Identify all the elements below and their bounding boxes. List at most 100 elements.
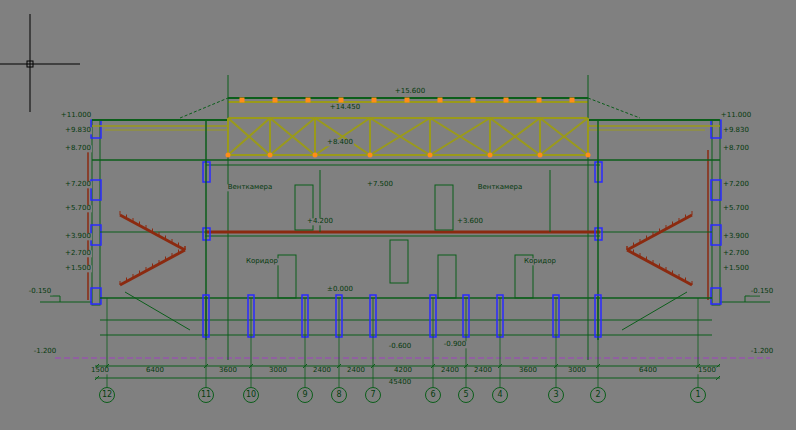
drawing-line <box>178 250 179 254</box>
node-dot <box>586 153 591 158</box>
elevation-mark: +7.500 <box>366 181 394 188</box>
drawing-line <box>588 130 705 131</box>
axis-number: 12 <box>102 391 112 399</box>
drawing-line <box>303 364 307 368</box>
drawing-line <box>185 246 186 250</box>
drawing-line <box>433 298 434 387</box>
drawing-line <box>369 118 371 155</box>
drawing-line <box>55 358 770 359</box>
drawing-line <box>0 64 80 65</box>
drawing-rect <box>504 98 508 102</box>
node-dot <box>268 153 273 158</box>
drawing-line <box>100 297 712 299</box>
elevation-mark: +2.700 <box>722 250 750 257</box>
drawing-line <box>185 246 186 250</box>
drawing-line <box>646 257 647 261</box>
elevation-mark: -0.900 <box>443 341 468 348</box>
drawing-line <box>146 225 147 229</box>
drawing-rect <box>405 98 409 102</box>
drawing-line <box>666 267 667 271</box>
drawing-line <box>139 271 140 275</box>
drawing-rect <box>27 61 33 67</box>
drawing-rect <box>92 120 100 305</box>
drawing-line <box>92 159 720 161</box>
elevation-mark: -0.150 <box>750 288 775 295</box>
drawing-line <box>627 246 628 250</box>
elevation-mark: -1.200 <box>750 348 775 355</box>
node-dot <box>428 153 433 158</box>
drawing-line <box>588 98 640 118</box>
drawing-rect <box>570 98 574 102</box>
drawing-rect <box>339 98 343 102</box>
drawing-line <box>178 243 179 247</box>
dimension: 2400 <box>312 367 332 374</box>
drawing-line <box>120 211 121 215</box>
dimension: 2400 <box>440 367 460 374</box>
drawing-line <box>249 364 253 368</box>
drawing-line <box>588 125 720 127</box>
drawing-line <box>633 243 634 247</box>
drawing-line <box>685 215 686 219</box>
drawing-line <box>100 320 712 321</box>
drawing-line <box>659 264 660 268</box>
drawing-rect <box>711 225 721 245</box>
drawing-line <box>556 298 557 387</box>
drawing-line <box>640 239 641 243</box>
drawing-line <box>429 118 431 155</box>
drawing-line <box>206 165 600 166</box>
axis-bubble: 9 <box>297 387 313 403</box>
drawing-line <box>228 118 270 155</box>
drawing-line <box>464 364 468 368</box>
drawing-line <box>100 232 712 233</box>
elevation-mark: +8.700 <box>64 145 92 152</box>
elevation-mark: +15.600 <box>394 88 426 95</box>
drawing-line <box>87 150 89 300</box>
elevation-mark: +4.200 <box>306 218 334 225</box>
drawing-line <box>554 364 558 368</box>
drawing-line <box>550 170 551 232</box>
drawing-line <box>672 222 673 226</box>
drawing-line <box>431 364 435 368</box>
dimension: 1500 <box>90 367 110 374</box>
elevation-mark: +7.200 <box>722 181 750 188</box>
dimension: 3600 <box>218 367 238 374</box>
axis-bubble: 10 <box>243 387 259 403</box>
drawing-rect <box>712 120 720 305</box>
elevation-mark: +1.500 <box>64 265 92 272</box>
drawing-line <box>371 364 375 368</box>
drawing-line <box>685 278 686 282</box>
drawing-line <box>315 118 370 155</box>
drawing-line <box>314 118 316 155</box>
drawing-line <box>633 250 634 254</box>
drawing-line <box>666 225 667 229</box>
drawing-line <box>627 250 692 285</box>
drawing-line <box>540 118 588 155</box>
drawing-rect <box>278 255 296 298</box>
drawing-line <box>337 364 341 368</box>
drawing-line <box>133 218 134 222</box>
axis-bubble: 4 <box>492 387 508 403</box>
drawing-line <box>716 376 720 380</box>
drawing-line <box>269 118 271 155</box>
drawing-line <box>430 118 490 155</box>
drawing-line <box>152 264 153 268</box>
drawing-line <box>120 281 121 285</box>
drawing-line <box>133 274 134 278</box>
elevation-mark: -0.150 <box>28 288 53 295</box>
axis-bubble: 2 <box>590 387 606 403</box>
drawing-rect <box>240 98 244 102</box>
axis-number: 9 <box>302 391 307 399</box>
drawing-line <box>315 118 370 155</box>
drawing-line <box>159 260 160 264</box>
drawing-line <box>707 150 709 300</box>
drawing-line <box>146 267 147 271</box>
drawing-line <box>622 292 687 330</box>
drawing-line <box>30 14 31 112</box>
drawing-line <box>627 246 628 250</box>
drawing-line <box>640 253 641 257</box>
drawing-rect <box>438 255 456 298</box>
axis-bubble: 12 <box>99 387 115 403</box>
